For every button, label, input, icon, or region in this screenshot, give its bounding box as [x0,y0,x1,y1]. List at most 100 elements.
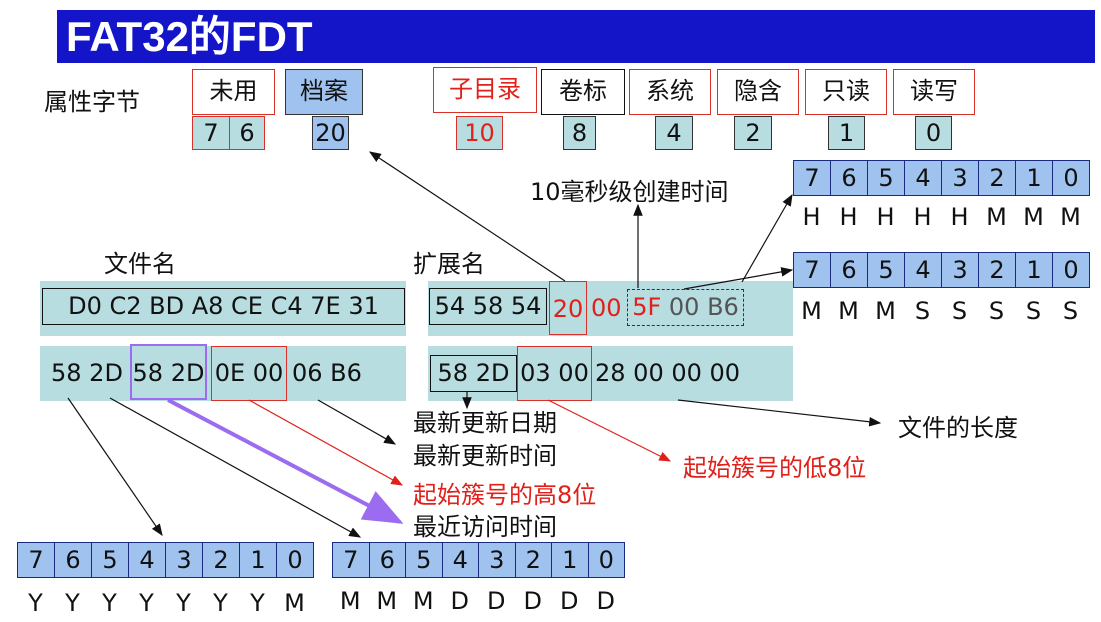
ms-create-hex-box: 5F 00 B6 [627,289,744,326]
attr-readonly-name: 只读 [805,69,887,115]
create-time-high-bit-3: 3 [941,160,979,196]
create-time-low-label-0: S [1062,297,1079,325]
date-high-label-1: Y [250,589,265,617]
attr-hidden-value: 2 [734,116,772,150]
attr-system-value: 4 [655,116,693,150]
date-high-bit-0: 0 [276,542,314,578]
arrow-file-length [677,399,882,427]
date-high-bit-4: 4 [128,542,166,578]
date-low-bit-0: 0 [587,542,625,578]
ms-create-hex: 5F [632,293,662,321]
create-time-low-bit-0: 0 [1052,252,1090,288]
create-time-low-bit-6: 6 [830,252,868,288]
date-high-bit-5: 5 [91,542,129,578]
attr-byte-hex: 20 [549,281,587,335]
attr-readwrite-name: 读写 [893,69,975,115]
date-high-label-3: Y [176,589,191,617]
latest-update-time-label: 最新更新时间 [413,442,557,470]
attr-subdir-name: 子目录 [433,67,537,113]
create-time-high-label-4: H [913,203,932,231]
extension-hex: 54 58 54 [429,288,547,325]
date-low-label-5: M [412,587,434,615]
filename-hex: D0 C2 BD A8 CE C4 7E 31 [42,288,405,325]
attr-archive-name: 档案 [285,69,363,115]
date-low-bit-1: 1 [551,542,589,578]
date-high-label-0: M [284,589,305,617]
create-time-high-label-2: M [986,203,1007,231]
create-time-high-bit-0: 0 [1052,160,1090,196]
last-access-label: 最近访问时间 [413,513,557,541]
date-high-label-6: Y [65,589,80,617]
access-date-hex: 58 2D [130,344,207,400]
date-high-bit-1: 1 [239,542,277,578]
create-time-low-label-5: M [875,297,896,325]
date-high-label-4: Y [139,589,154,617]
attr-unused-bit7: 7 [192,116,230,150]
create-time-high-label-7: H [802,203,821,231]
create-time-low-bit-1: 1 [1015,252,1053,288]
date-low-label-6: M [376,587,398,615]
date-high-bit-2: 2 [202,542,240,578]
ms-create-time-label: 10毫秒级创建时间 [530,178,729,206]
date-low-label-3: D [487,587,506,615]
latest-update-date-label: 最新更新日期 [413,409,557,437]
date-low-bit-3: 3 [478,542,516,578]
create-time-low-label-3: S [951,297,968,325]
arrow-time-low [683,267,794,290]
create-time-high-label-3: H [950,203,969,231]
date-high-label-5: Y [102,589,117,617]
file-length-hex: 28 00 00 00 [595,359,741,387]
arrow-update-time [317,399,397,445]
date-high-label-7: Y [28,589,43,617]
update-time-hex: 06 B6 [292,359,362,387]
attr-unused-bit6: 6 [229,116,265,150]
create-time-low-label-7: M [801,297,822,325]
create-time-high-label-1: M [1023,203,1044,231]
arrow-date-low [109,397,362,538]
attr-subdir-value: 10 [456,116,503,150]
cluster-low-label: 起始簇号的低8位 [683,454,867,482]
arrow-attr-to-fields [368,151,566,282]
arrow-cluster-low [547,399,672,462]
create-time-high-bit-2: 2 [978,160,1016,196]
create-time-low-label-1: S [1025,297,1042,325]
create-time-high-bit-5: 5 [867,160,905,196]
date-low-bit-6: 6 [368,542,406,578]
create-time-low-bit-4: 4 [904,252,942,288]
title-bar [57,10,1095,63]
attr-readwrite-value: 0 [915,116,952,150]
filename-label: 文件名 [104,250,176,278]
date-high-bit-3: 3 [165,542,203,578]
create-time-low-label-2: S [988,297,1005,325]
date-high-label-2: Y [213,589,228,617]
create-time-low-label-4: S [914,297,931,325]
create-time-high-label-5: H [876,203,895,231]
create-time-high-bit-1: 1 [1015,160,1053,196]
arrow-date-high [67,397,163,536]
create-time-hex: 00 B6 [668,293,739,321]
create-date-hex: 58 2D [51,359,123,387]
extension-band [428,281,793,336]
date-low-label-2: D [523,587,542,615]
create-time-low-bit-2: 2 [978,252,1016,288]
date-low-bit-4: 4 [441,542,479,578]
create-time-high-bit-6: 6 [830,160,868,196]
date-high-bit-7: 7 [17,542,55,578]
file-length-label: 文件的长度 [898,414,1018,442]
attr-archive-value: 20 [312,116,349,150]
update-date-hex: 58 2D [430,355,517,392]
attr-system-name: 系统 [629,69,711,115]
attr-unused-name: 未用 [192,69,275,115]
reserved-byte-hex: 00 [591,294,622,322]
date-low-label-0: D [596,587,615,615]
create-time-high-label-0: M [1060,203,1081,231]
attr-volume-value: 8 [563,116,596,150]
arrow-access-time [167,398,404,524]
attr-readonly-value: 1 [828,116,865,150]
cluster-low-hex: 03 00 [517,346,592,401]
row2-left-band [40,346,406,401]
cluster-high-hex: 0E 00 [211,346,287,401]
arrow-time-high [741,193,793,283]
create-time-low-bit-7: 7 [793,252,831,288]
